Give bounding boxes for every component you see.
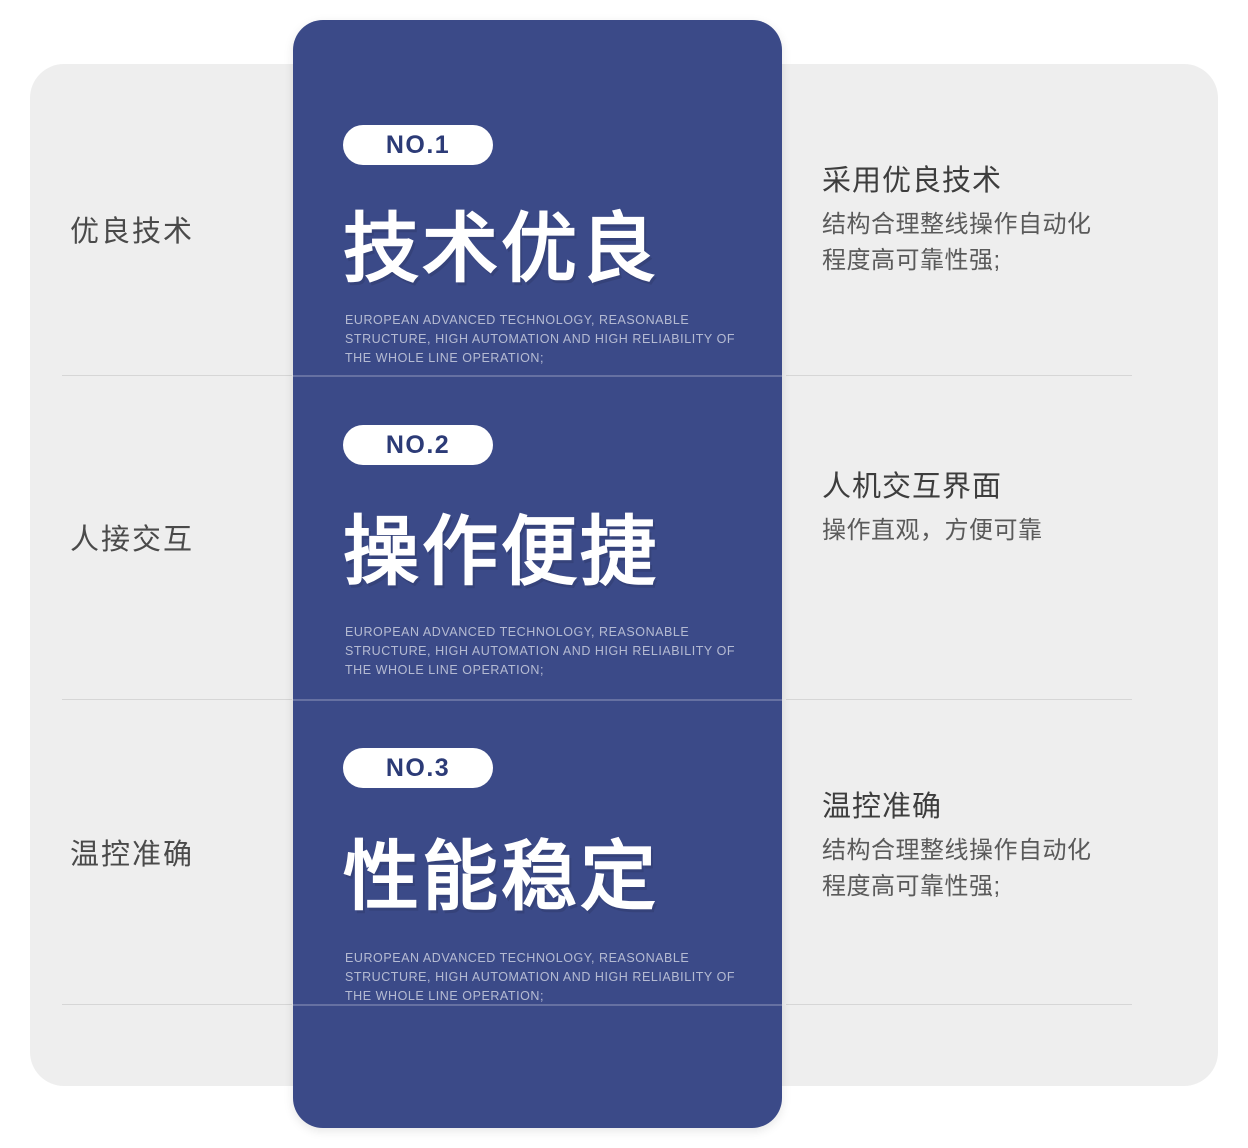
badge-no-3: NO.3 (343, 748, 493, 788)
feature-panel: NO.1 技术优良 EUROPEAN ADVANCED TECHNOLOGY, … (293, 20, 782, 1128)
badge-no-1: NO.1 (343, 125, 493, 165)
row-divider-left-1 (62, 375, 292, 376)
row-divider-right-3 (786, 1004, 1132, 1005)
headline-1: 技术优良 (343, 207, 659, 292)
desc-line-3-2: 程度高可靠性强; (822, 873, 1001, 901)
panel-rule-2 (293, 699, 782, 701)
row-label-1: 优良技术 (70, 216, 195, 248)
desc-line-3-1: 结构合理整线操作自动化 (822, 837, 1092, 865)
row-label-3: 温控准确 (70, 839, 195, 871)
caption-2: EUROPEAN ADVANCED TECHNOLOGY, REASONABLE… (345, 625, 736, 677)
row-description-1: 采用优良技术 结构合理整线操作自动化 程度高可靠性强; (822, 162, 1152, 279)
badge-no-2: NO.2 (343, 425, 493, 465)
desc-title-1: 采用优良技术 (822, 165, 1003, 197)
caption-1: EUROPEAN ADVANCED TECHNOLOGY, REASONABLE… (345, 313, 736, 365)
caption-3: EUROPEAN ADVANCED TECHNOLOGY, REASONABLE… (345, 951, 736, 1003)
row-divider-right-1 (786, 375, 1132, 376)
row-description-3: 温控准确 结构合理整线操作自动化 程度高可靠性强; (822, 788, 1152, 905)
desc-title-2: 人机交互界面 (822, 471, 1003, 503)
row-label-2: 人接交互 (70, 524, 195, 556)
row-divider-right-2 (786, 699, 1132, 700)
headline-2: 操作便捷 (343, 510, 659, 595)
panel-rule-3 (293, 1004, 782, 1006)
desc-line-1-2: 程度高可靠性强; (822, 247, 1001, 275)
desc-line-2-1: 操作直观，方便可靠 (822, 517, 1043, 545)
desc-line-1-1: 结构合理整线操作自动化 (822, 211, 1092, 239)
row-divider-left-2 (62, 699, 292, 700)
headline-3: 性能稳定 (343, 835, 659, 920)
row-divider-left-3 (62, 1004, 292, 1005)
panel-rule-1 (293, 375, 782, 377)
desc-title-3: 温控准确 (822, 791, 943, 823)
row-description-2: 人机交互界面 操作直观，方便可靠 (822, 468, 1152, 549)
